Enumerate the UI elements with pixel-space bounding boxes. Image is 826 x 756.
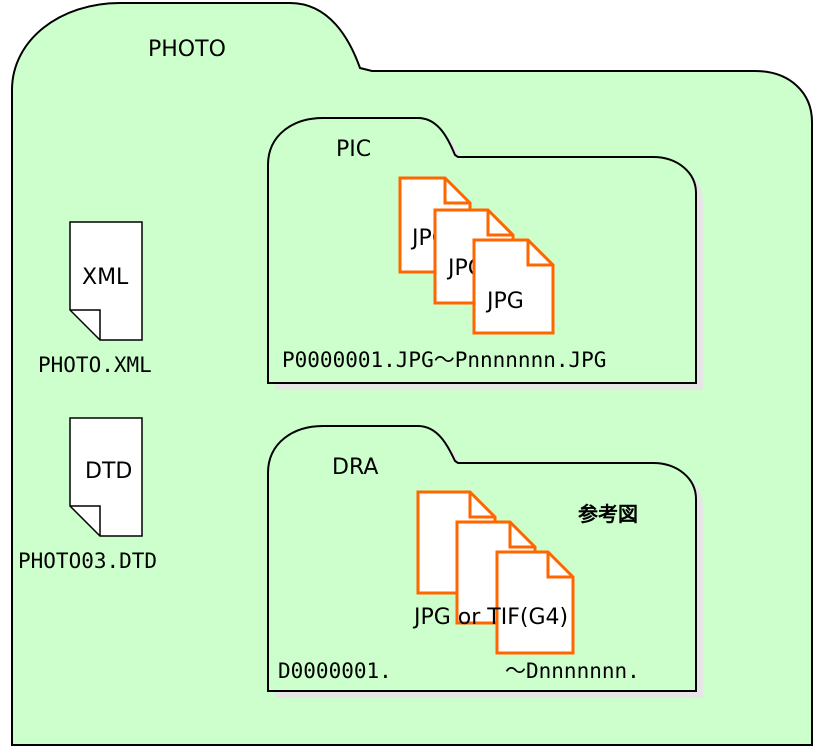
xml-file-name: PHOTO.XML <box>38 353 152 377</box>
pic-file-3-label: JPG <box>485 289 524 314</box>
pic-folder: PIC JPG JPG JPG P0000001.JPG～Pnnnnnnn.JP… <box>267 117 703 390</box>
xml-file-icon-label: XML <box>82 265 129 290</box>
dra-range-start: D0000001. <box>278 659 392 683</box>
photo-folder-label: PHOTO <box>148 37 226 62</box>
dra-note-label: 参考図 <box>578 502 638 526</box>
dra-format-text: JPG or TIF(G4) <box>412 605 568 630</box>
dtd-file-icon-label: DTD <box>85 459 132 484</box>
dra-file-3 <box>495 550 575 655</box>
dtd-file-name: PHOTO03.DTD <box>18 549 157 573</box>
pic-range-text: P0000001.JPG～Pnnnnnnn.JPG <box>282 348 606 372</box>
dra-folder-label: DRA <box>332 455 378 480</box>
dtd-file: DTD PHOTO03.DTD <box>18 417 157 573</box>
dra-range-end: ～Dnnnnnnn. <box>505 659 640 683</box>
xml-file: XML PHOTO.XML <box>38 221 152 377</box>
dra-folder: DRA 参考図 JPG or TIF(G4) D0000001. ～Dnnnnn… <box>267 425 703 698</box>
pic-folder-label: PIC <box>336 137 371 162</box>
pic-file-3: JPG <box>472 238 555 335</box>
